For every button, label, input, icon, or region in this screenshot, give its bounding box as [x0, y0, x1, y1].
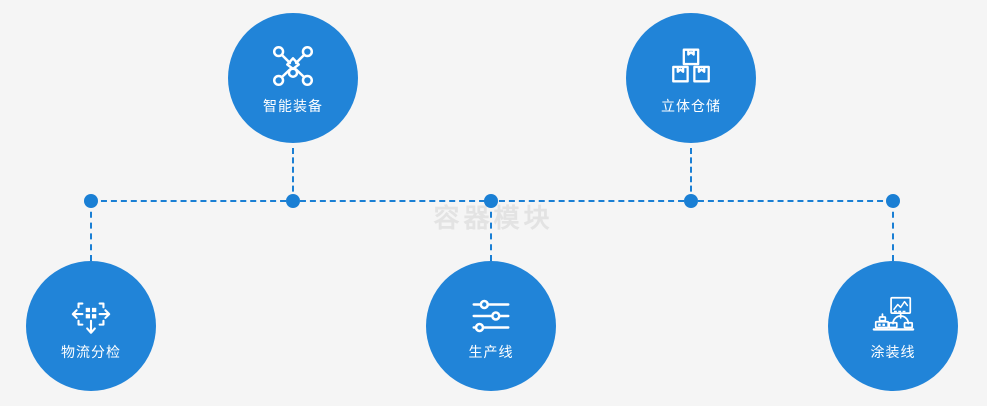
stem-painting-line	[892, 201, 894, 261]
stem-production-line	[490, 201, 492, 261]
joint-vertical-warehousing	[684, 194, 698, 208]
network-nodes-icon	[270, 43, 316, 89]
node-smart-equipment[interactable]: 智能装备	[228, 13, 358, 143]
factory-monitor-icon	[870, 293, 916, 339]
joint-smart-equipment	[286, 194, 300, 208]
node-label: 立体仓储	[661, 98, 721, 114]
joint-production-line	[484, 194, 498, 208]
stem-vertical-warehousing	[690, 148, 692, 201]
node-vertical-warehousing[interactable]: 立体仓储	[626, 13, 756, 143]
node-label: 物流分检	[61, 344, 121, 360]
stem-logistics-sorting	[90, 201, 92, 261]
node-logistics-sorting[interactable]: 物流分检	[26, 261, 156, 391]
stacked-boxes-icon	[668, 43, 714, 89]
joint-logistics-sorting	[84, 194, 98, 208]
joint-painting-line	[886, 194, 900, 208]
stem-smart-equipment	[292, 148, 294, 201]
node-label: 智能装备	[263, 98, 323, 114]
sliders-icon	[468, 293, 514, 339]
node-label: 涂装线	[870, 344, 916, 360]
node-label: 生产线	[468, 344, 514, 360]
sorting-arrows-icon	[68, 293, 114, 339]
node-painting-line[interactable]: 涂装线	[828, 261, 958, 391]
node-production-line[interactable]: 生产线	[426, 261, 556, 391]
